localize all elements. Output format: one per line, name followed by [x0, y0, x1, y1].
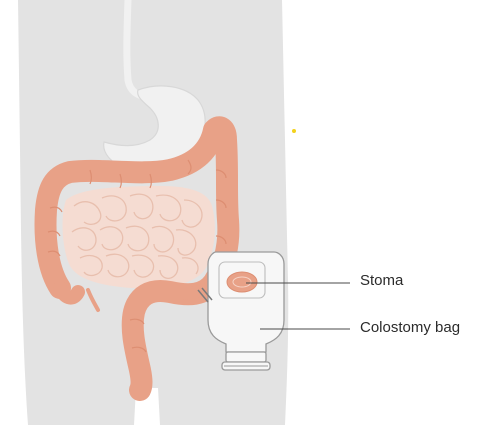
yellow-dot — [292, 129, 296, 133]
stoma — [227, 272, 257, 292]
stoma-label: Stoma — [360, 272, 403, 289]
colostomy-bag-label: Colostomy bag — [360, 319, 460, 336]
small-intestine — [63, 186, 215, 288]
